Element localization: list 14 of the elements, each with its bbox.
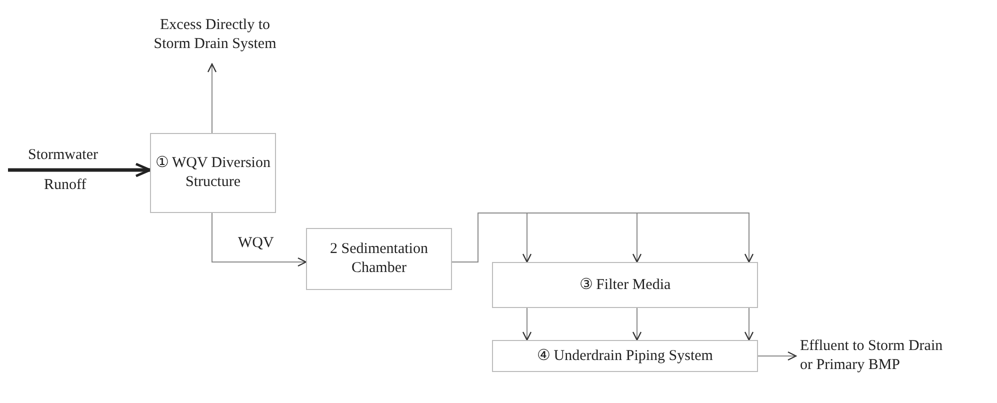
- arrow: [758, 351, 797, 361]
- arrow: [744, 308, 754, 341]
- arrow: [522, 308, 532, 341]
- process-box: ④ Underdrain Piping System: [492, 340, 758, 372]
- outlet-text: Effluent to Storm Drain or Primary BMP: [796, 326, 956, 386]
- outlet-text: Excess Directly to Storm Drain System: [140, 6, 290, 64]
- arrow: [207, 63, 217, 134]
- process-box: 2 Sedimentation Chamber: [306, 228, 452, 290]
- arrow: [632, 308, 642, 341]
- edge-label: WQV: [236, 236, 276, 251]
- arrow: [212, 212, 307, 267]
- process-box: ① WQV Diversion Structure: [150, 133, 276, 213]
- arrow: [8, 162, 152, 178]
- process-box: ③ Filter Media: [492, 262, 758, 308]
